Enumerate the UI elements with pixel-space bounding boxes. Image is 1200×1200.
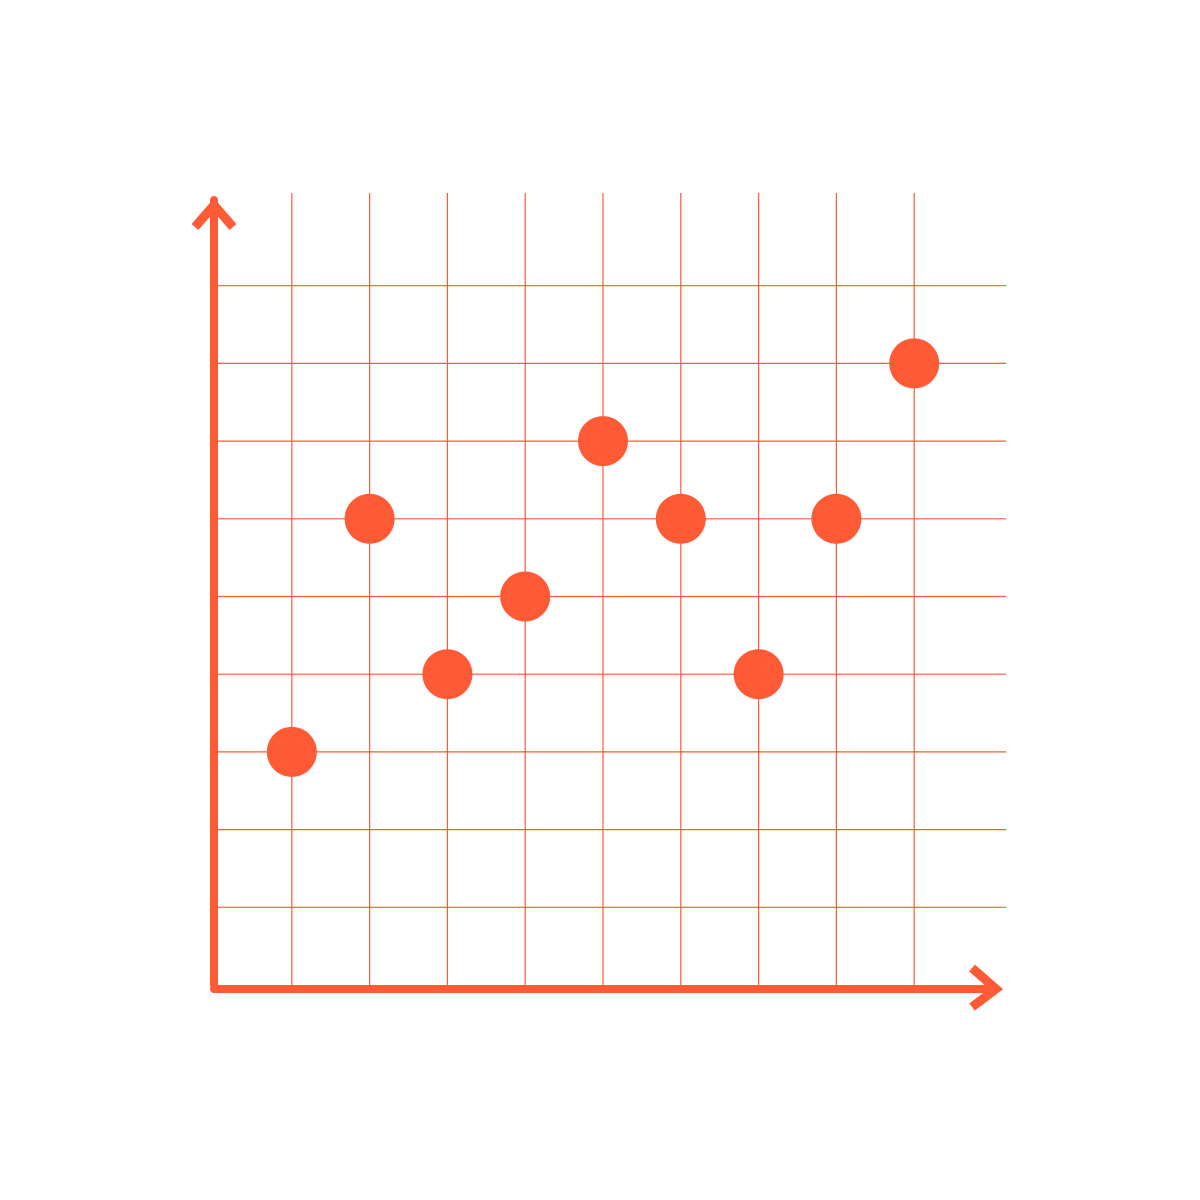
- data-point: [266, 726, 317, 777]
- y-axis-arrow-icon: [191, 198, 237, 230]
- grid: [214, 193, 1006, 985]
- data-point: [422, 649, 473, 700]
- x-axis-arrow-icon: [969, 964, 1004, 1011]
- data-point: [344, 493, 395, 544]
- axes: [191, 196, 1004, 1011]
- data-point: [655, 493, 706, 544]
- data-points: [266, 338, 940, 777]
- data-point: [500, 571, 551, 622]
- data-point: [733, 649, 784, 700]
- data-point: [811, 493, 862, 544]
- data-point: [578, 416, 628, 467]
- data-point: [889, 338, 940, 389]
